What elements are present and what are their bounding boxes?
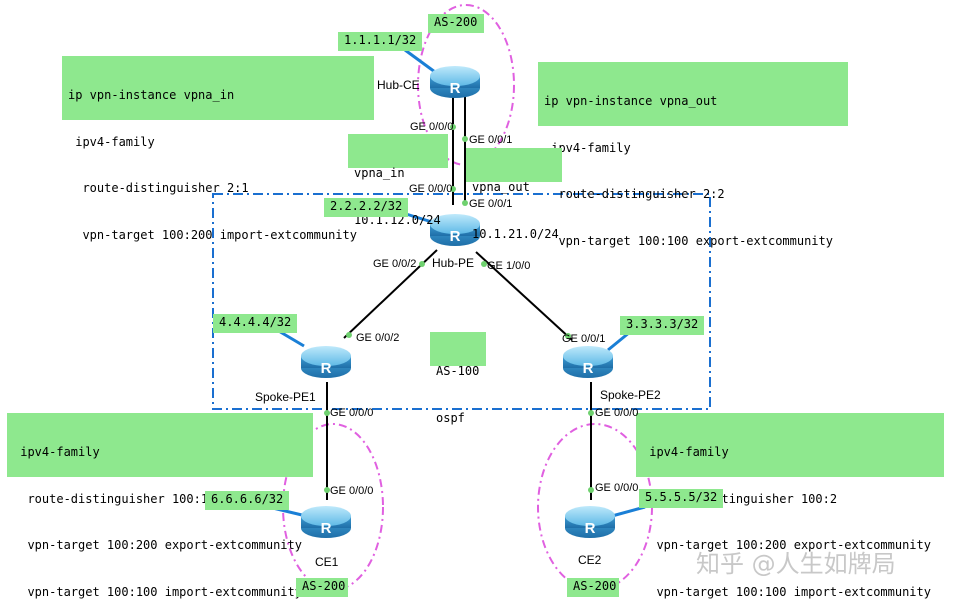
port-label: GE 0/0/1	[562, 333, 606, 345]
port-dot	[450, 186, 456, 192]
config-line: vpn-target 100:200 import-extcommunity	[68, 227, 357, 242]
as-label-core: AS-100 ospf	[430, 332, 486, 425]
port-dot	[324, 487, 330, 493]
config-line: ipv4-family	[13, 445, 100, 459]
port-dot	[588, 487, 594, 493]
loopback-hub-ce: 1.1.1.1/32	[338, 32, 422, 51]
config-line: vpn-target 100:200 export-extcommunity	[642, 538, 931, 552]
link-network: 10.1.21.0/24	[472, 226, 559, 241]
port-dot	[324, 410, 330, 416]
device-label-spoke-pe1: Spoke-PE1	[255, 390, 316, 404]
config-vpna-out: ip vpn-instance vpna_out ipv4-family rou…	[538, 62, 848, 248]
router-icon[interactable]: R	[563, 346, 613, 378]
port-dot	[419, 261, 425, 267]
config-line: ip vpn-instance vpna_in	[68, 88, 235, 102]
port-label: GE 0/0/0	[595, 482, 639, 494]
watermark: 知乎 @人生如牌局	[696, 550, 896, 578]
router-icon[interactable]: R	[430, 214, 480, 246]
port-label: GE 0/0/1	[469, 134, 513, 146]
loopback-spoke-pe1: 4.4.4.4/32	[213, 314, 297, 333]
port-dot	[462, 136, 468, 142]
svg-text:R: R	[321, 520, 332, 537]
loopback-hub-pe: 2.2.2.2/32	[324, 198, 408, 217]
topology-diagram: R R R R R R	[212, 4, 711, 591]
loopback-lead-ce2	[611, 505, 646, 518]
port-label: GE 0/0/0	[595, 407, 639, 419]
config-line: vpn-target 100:200 export-extcommunity	[13, 538, 302, 552]
link-name: vpna_in	[354, 166, 405, 180]
port-dot	[588, 410, 594, 416]
device-label-hub-pe: Hub-PE	[432, 256, 475, 270]
port-dot	[565, 333, 571, 339]
config-line: route-distinguisher 2:1	[68, 181, 249, 195]
igp-protocol: ospf	[436, 410, 465, 425]
port-label: GE 0/0/0	[410, 121, 454, 133]
device-label-hub-ce: Hub-CE	[377, 78, 420, 92]
device-label-ce2: CE2	[578, 553, 602, 567]
as-label-ce2: AS-200	[567, 578, 619, 597]
config-line: ip vpn-instance vpna_out	[544, 94, 718, 108]
loopback-spoke-pe2: 3.3.3.3/32	[620, 316, 704, 335]
loopback-lead-hubpe	[405, 212, 433, 224]
port-dot	[450, 124, 456, 130]
config-line: vpn-target 100:100 export-extcommunity	[544, 233, 833, 248]
port-label: GE 0/0/0	[330, 407, 374, 419]
device-label-ce1: CE1	[315, 555, 339, 569]
router-icon[interactable]: R	[430, 66, 480, 98]
as100-region	[212, 193, 711, 410]
port-label: GE 0/0/1	[469, 198, 513, 210]
svg-text:R: R	[583, 360, 594, 377]
loopback-lead-hubce	[404, 48, 436, 74]
config-line: ipv4-family	[68, 134, 155, 149]
port-label: GE 0/0/0	[409, 183, 453, 195]
loopback-lead-spoke2	[607, 330, 631, 352]
config-line: route-distinguisher 100:1	[13, 491, 209, 506]
link-hubpe-spoke2	[475, 251, 573, 341]
as-label-ce1: AS-200	[296, 578, 348, 597]
as-number: AS-100	[436, 364, 480, 378]
config-spoke1: ipv4-family route-distinguisher 100:1 vp…	[7, 413, 313, 599]
port-dots	[324, 124, 594, 493]
config-line: vpn-target 100:100 import-extcommunity	[13, 584, 302, 599]
device-label-spoke-pe2: Spoke-PE2	[600, 388, 661, 402]
svg-text:R: R	[450, 80, 461, 97]
port-label: GE 0/0/0	[330, 485, 374, 497]
link-label-vpna-in: vpna_in 10.1.12.0/24	[348, 134, 448, 227]
router-icon[interactable]: R	[301, 506, 351, 538]
config-line: vpn-target 100:100 import-extcommunity	[642, 584, 931, 599]
port-label: GE 0/0/2	[373, 258, 417, 270]
config-line: ipv4-family	[642, 445, 729, 459]
router-icon[interactable]: R	[565, 506, 615, 538]
svg-text:R: R	[585, 520, 596, 537]
port-label: GE 1/0/0	[487, 260, 531, 272]
as200-top-ellipse	[417, 4, 515, 166]
config-line: ipv4-family	[544, 140, 631, 155]
config-spoke2: ipv4-family route-distinguisher 100:2 vp…	[636, 413, 944, 599]
port-dot	[462, 200, 468, 206]
port-dot	[481, 261, 487, 267]
as-label-top: AS-200	[428, 14, 484, 33]
link-label-vpna-out: vpna_out 10.1.21.0/24	[466, 148, 562, 241]
config-vpna-in: ip vpn-instance vpna_in ipv4-family rout…	[62, 56, 374, 242]
router-icon[interactable]: R	[301, 346, 351, 378]
port-dot	[346, 332, 352, 338]
port-label: GE 0/0/2	[356, 332, 400, 344]
svg-text:R: R	[321, 360, 332, 377]
loopback-ce1: 6.6.6.6/32	[205, 491, 289, 510]
loopback-ce2: 5.5.5.5/32	[639, 489, 723, 508]
link-name: vpna_out	[472, 180, 530, 194]
config-line: route-distinguisher 2:2	[544, 187, 725, 201]
svg-text:R: R	[450, 228, 461, 245]
